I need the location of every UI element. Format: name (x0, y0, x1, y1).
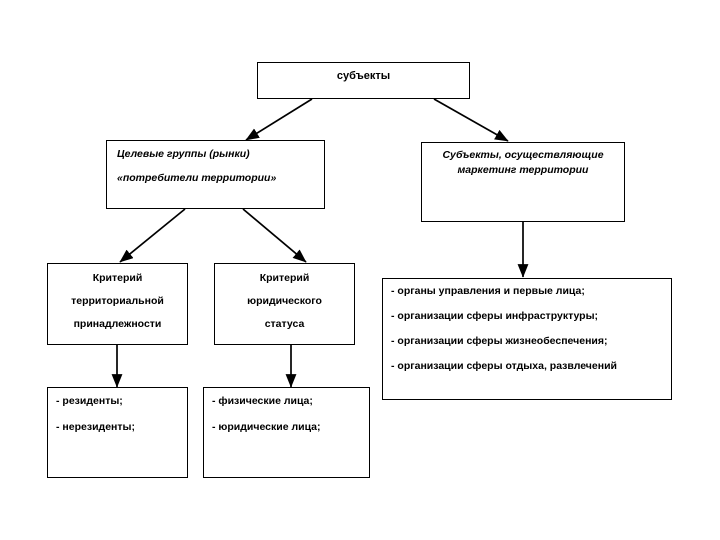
connector-target-groups-to-criterion-territorial (119, 208, 186, 263)
root-label: субъекты (336, 70, 391, 82)
criterion-legal-box[interactable]: Критерий юридического статуса (214, 263, 355, 345)
root-box[interactable]: субъекты (257, 62, 470, 99)
criterion-legal-line1: Критерий (259, 272, 310, 284)
criterion-legal-line2: юридического (247, 295, 322, 307)
connector-target-groups-to-criterion-legal (242, 208, 307, 263)
list-item: - нерезиденты; (56, 421, 135, 433)
list-item: - организации сферы инфраструктуры; (391, 310, 599, 322)
connector-root-to-marketing-subjects (433, 98, 509, 142)
list-item: - резиденты; (56, 395, 123, 407)
marketing-subjects-line1: Субъекты, осуществляющие (442, 149, 604, 161)
list-item: - юридические лица; (212, 421, 321, 433)
target-groups-line1: Целевые группы (рынки) (117, 148, 250, 160)
actors-list-box[interactable]: - органы управления и первые лица; - орг… (382, 278, 672, 400)
list-item: - организации сферы отдыха, развлечений (391, 360, 617, 372)
legal-persons-box[interactable]: - физические лица; - юридические лица; (203, 387, 370, 478)
list-item: - органы управления и первые лица; (391, 285, 585, 297)
marketing-subjects-box[interactable]: Субъекты, осуществляющие маркетинг терри… (421, 142, 625, 222)
criterion-territorial-line2: территориальной (71, 295, 164, 307)
residents-box[interactable]: - резиденты; - нерезиденты; (47, 387, 188, 478)
criterion-territorial-box[interactable]: Критерий территориальной принадлежности (47, 263, 188, 345)
list-item: - организации сферы жизнеобеспечения; (391, 335, 608, 347)
marketing-subjects-line2: маркетинг территории (457, 164, 589, 177)
criterion-territorial-line3: принадлежности (73, 318, 162, 330)
criterion-legal-line3: статуса (264, 318, 305, 330)
connector-root-to-target-groups (245, 98, 313, 141)
criterion-territorial-line1: Критерий (92, 272, 143, 284)
target-groups-line2: «потребители территории» (117, 172, 277, 185)
list-item: - физические лица; (212, 395, 313, 407)
target-groups-box[interactable]: Целевые группы (рынки) «потребители терр… (106, 140, 325, 209)
